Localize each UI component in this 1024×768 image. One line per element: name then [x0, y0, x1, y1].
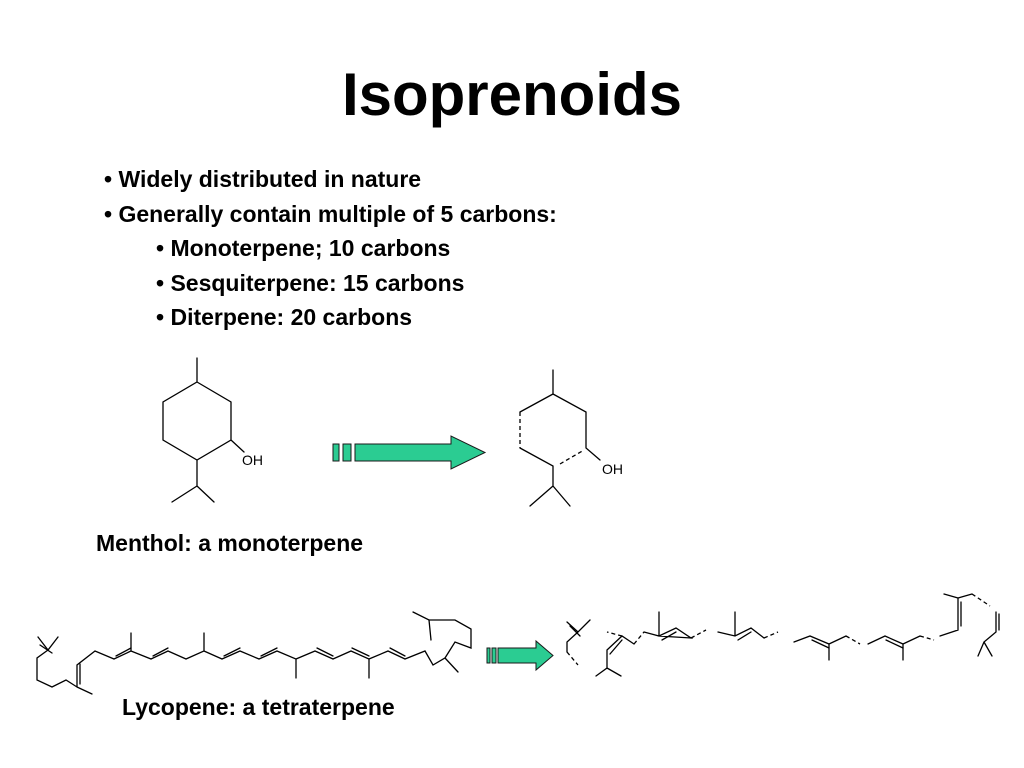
green-arrow-icon: [332, 435, 487, 470]
lycopene-structure: [36, 611, 472, 695]
sub-bullet-item: Sesquiterpene: 15 carbons: [104, 266, 557, 301]
green-arrow-icon: [486, 639, 554, 672]
menthol-structure: OH: [162, 357, 263, 503]
bullet-list: Widely distributed in nature Generally c…: [104, 162, 557, 335]
sub-bullet-item: Diterpene: 20 carbons: [104, 300, 557, 335]
isoprene-oh-label: OH: [602, 461, 623, 477]
lycopene-caption: Lycopene: a tetraterpene: [122, 694, 395, 720]
menthol-isoprene-units: OH: [519, 369, 623, 507]
sub-bullet-item: Monoterpene; 10 carbons: [104, 231, 557, 266]
bullet-item: Generally contain multiple of 5 carbons:: [104, 197, 556, 232]
menthol-caption: Menthol: a monoterpene: [96, 530, 364, 556]
slide-title: Isoprenoids: [341, 61, 683, 128]
bullet-item: Widely distributed in nature: [104, 162, 557, 197]
lycopene-isoprene-units: [566, 593, 1000, 677]
menthol-oh-label: OH: [242, 452, 263, 468]
